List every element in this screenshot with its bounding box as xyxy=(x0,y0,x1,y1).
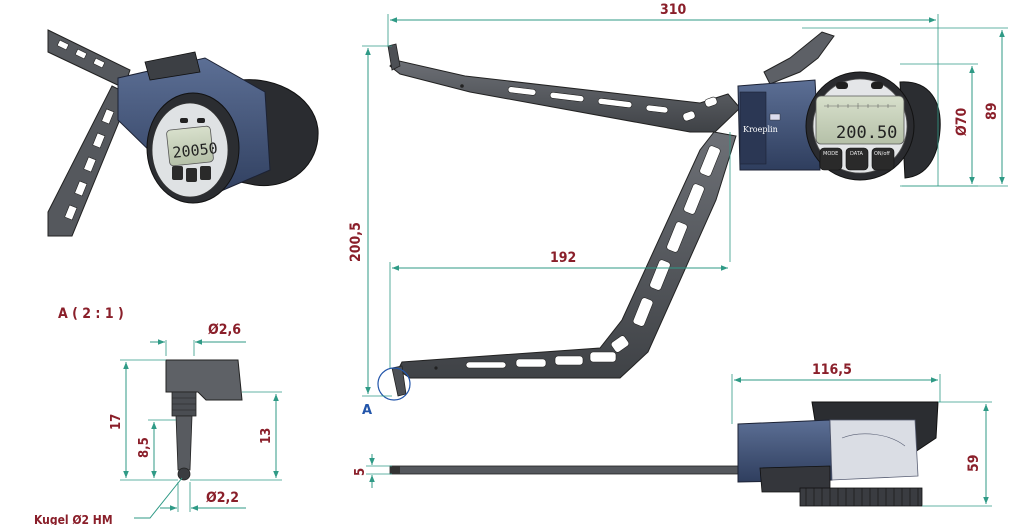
detail-height-total: 17 xyxy=(109,414,124,430)
dim-arm-thickness: 5 xyxy=(353,468,368,476)
on-off-button-label: ON/off xyxy=(874,151,890,157)
data-button-label: DATA xyxy=(850,151,863,157)
svg-text:20050: 20050 xyxy=(172,139,219,162)
dim-overall-length: 310 xyxy=(660,2,687,18)
brand-logo: Kroeplin xyxy=(743,125,778,134)
isometric-view: 20050 xyxy=(47,29,319,237)
dim-leg-height: 200,5 xyxy=(348,222,364,262)
detail-view-a xyxy=(165,359,243,481)
detail-title: A ( 2 : 1 ) xyxy=(58,306,124,322)
view-marker-a: A xyxy=(362,403,372,418)
side-view xyxy=(389,401,939,507)
dim-height-total: 89 xyxy=(984,102,1000,120)
detail-ball-note: Kugel Ø2 HM xyxy=(34,513,113,525)
dim-body-width: 116,5 xyxy=(812,362,852,378)
dim-dial-diameter: Ø70 xyxy=(954,108,970,136)
front-view: Kroeplin 200.50 MODE DATA ON/off xyxy=(377,31,941,401)
dim-body-depth: 59 xyxy=(966,454,982,472)
mode-button-label: MODE xyxy=(823,151,838,157)
data-button xyxy=(845,147,869,171)
detail-height-mid: 8,5 xyxy=(137,437,152,458)
on-off-button xyxy=(871,147,895,171)
dimension-labels: 310 89 Ø70 200,5 192 116,5 59 5 A A ( 2 … xyxy=(34,2,1000,525)
gauge-buttons: MODE DATA ON/off xyxy=(819,147,895,171)
detail-ball-diameter: Ø2,2 xyxy=(206,490,239,506)
lcd-display-value: 200.50 xyxy=(836,123,897,143)
detail-tip-diameter: Ø2,6 xyxy=(208,322,241,338)
detail-height-right: 13 xyxy=(259,428,274,444)
mode-button xyxy=(819,147,843,171)
dim-jaw-reach: 192 xyxy=(550,250,576,266)
dimension-lines xyxy=(120,14,1008,519)
